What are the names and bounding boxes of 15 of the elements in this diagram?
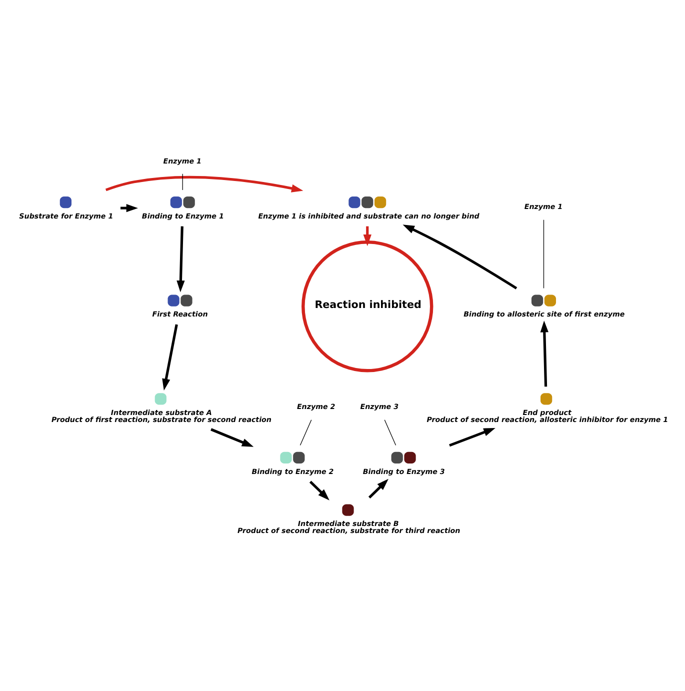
arrow	[210, 428, 254, 447]
arrow	[162, 324, 178, 390]
connector	[543, 220, 544, 289]
arrow	[402, 224, 518, 290]
connector	[182, 174, 183, 190]
arrow	[176, 226, 185, 292]
connector	[384, 420, 396, 446]
arrow	[105, 176, 304, 192]
arrow	[540, 320, 548, 387]
connector	[300, 420, 312, 446]
arrow	[363, 226, 372, 246]
arrow	[449, 428, 496, 447]
node-circle: Reaction inhibited	[302, 240, 434, 372]
arrow	[309, 480, 330, 500]
arrow	[368, 478, 388, 499]
